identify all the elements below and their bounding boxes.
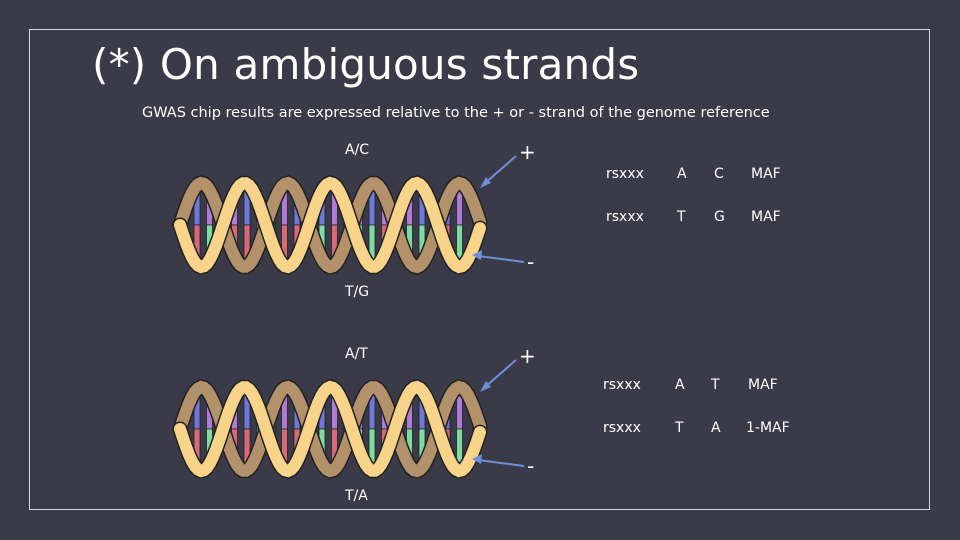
dna-helix-icon	[172, 379, 488, 479]
plus-strand-label: +	[519, 140, 536, 164]
frequency-cell: 1-MAF	[746, 420, 790, 436]
allele-cell: A	[675, 377, 685, 393]
snp-id-cell: rsxxx	[606, 166, 644, 182]
frequency-cell: MAF	[751, 166, 781, 182]
snp-id-cell: rsxxx	[603, 420, 641, 436]
allele-cell: A	[677, 166, 687, 182]
slide-frame	[29, 29, 930, 510]
snp-id-cell: rsxxx	[606, 209, 644, 225]
allele-cell: G	[714, 209, 725, 225]
minus-strand-label: -	[527, 454, 535, 478]
page-title: (*) On ambiguous strands	[92, 40, 640, 89]
snp-id-cell: rsxxx	[603, 377, 641, 393]
allele-cell: T	[711, 377, 720, 393]
dna-helix-icon	[172, 175, 488, 275]
allele-cell: T	[675, 420, 684, 436]
dna-backbone-front	[174, 176, 486, 274]
dna-backbone-back	[174, 176, 486, 274]
allele-label-top: A/T	[345, 346, 368, 362]
minus-strand-label: -	[527, 250, 535, 274]
arrow-icon	[472, 155, 525, 263]
allele-cell: T	[677, 209, 686, 225]
allele-label-bottom: T/A	[345, 488, 368, 504]
arrow-icon	[472, 359, 525, 467]
allele-cell: A	[711, 420, 721, 436]
frequency-cell: MAF	[748, 377, 778, 393]
dna-backbone-back	[174, 380, 486, 478]
dna-backbone-front	[174, 380, 486, 478]
allele-label-bottom: T/G	[345, 284, 370, 300]
plus-strand-label: +	[519, 344, 536, 368]
page-subtitle: GWAS chip results are expressed relative…	[142, 105, 770, 121]
allele-cell: C	[714, 166, 724, 182]
frequency-cell: MAF	[751, 209, 781, 225]
allele-label-top: A/C	[345, 142, 370, 158]
